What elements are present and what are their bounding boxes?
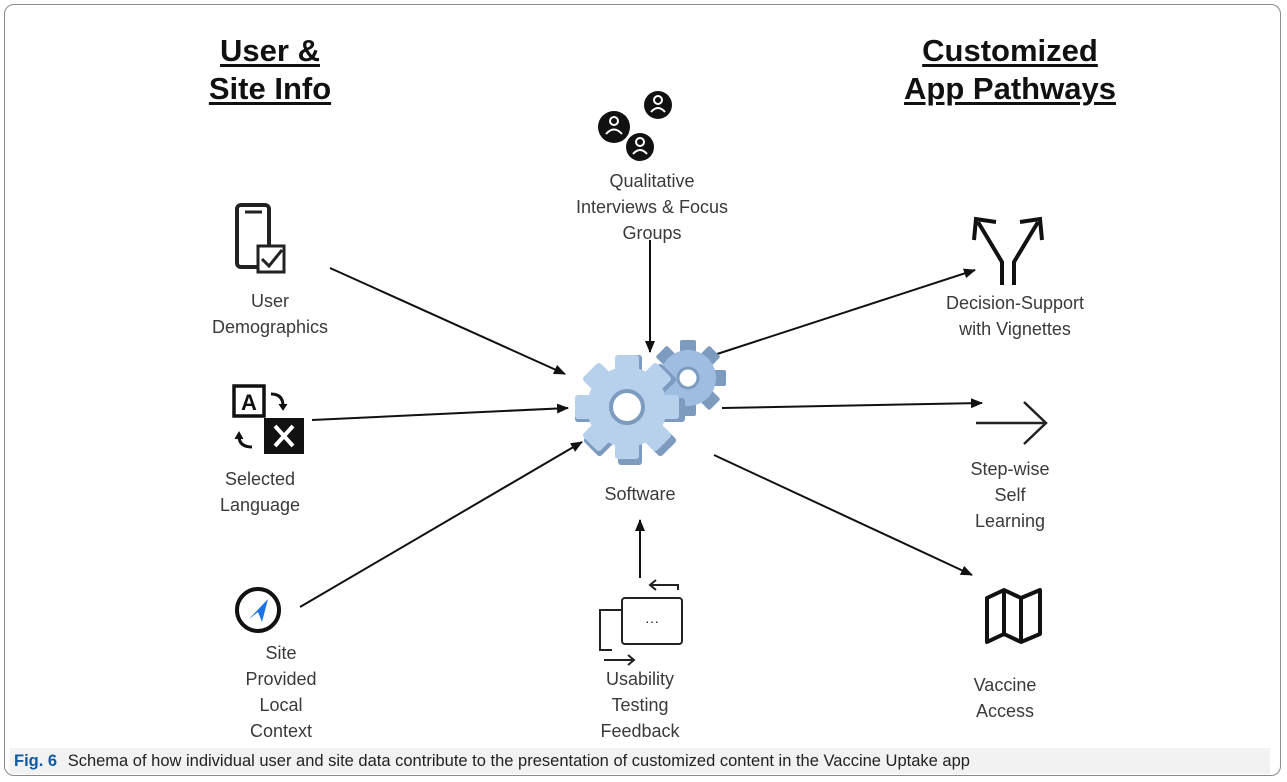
svg-text:A: A [241, 390, 257, 415]
caption-text: Schema of how individual user and site d… [67, 752, 970, 770]
right-arrow-icon [976, 401, 1048, 445]
people-group-icon [598, 91, 672, 161]
svg-text:···: ··· [645, 613, 659, 629]
phone-checkbox-icon [235, 203, 286, 274]
arrow-demographics-to-software [329, 267, 566, 375]
translate-icon: A [232, 384, 304, 454]
label-software: Software [604, 484, 676, 504]
label-qualitative-interviews: Qualitative Interviews & Focus Groups [575, 171, 729, 243]
arrow-software-to-vaccine [713, 454, 973, 576]
heading-user-site-info: User & Site Info [208, 33, 332, 106]
arrow-software-to-decision [713, 268, 976, 356]
figure-frame [4, 4, 1281, 776]
arrow-software-to-stepwise [721, 398, 983, 409]
figure-caption: Fig. 6 Schema of how individual user and… [10, 748, 1270, 774]
navigation-compass-icon [235, 587, 281, 633]
label-user-demographics: User Demographics [211, 291, 329, 337]
label-decision-support: Decision-Support with Vignettes [945, 293, 1085, 339]
label-usability-testing-feedback: Usability Testing Feedback [600, 669, 680, 741]
label-step-wise-self-learning: Step-wise Self Learning [970, 459, 1050, 531]
caption-figure-number: Fig. 6 [14, 752, 58, 770]
label-vaccine-access: Vaccine Access [973, 675, 1037, 721]
heading-customized-app-pathways: Customized App Pathways [904, 33, 1116, 106]
gears-icon [575, 340, 726, 465]
chat-feedback-icon: ··· [599, 579, 683, 666]
fork-split-arrows-icon [972, 216, 1044, 285]
arrow-language-to-software [311, 403, 569, 421]
label-site-provided-local-context: Site Provided Local Context [245, 643, 317, 741]
label-selected-language: Selected Language [219, 469, 301, 515]
arrow-context-to-software [299, 441, 583, 608]
folded-map-icon [985, 588, 1042, 644]
